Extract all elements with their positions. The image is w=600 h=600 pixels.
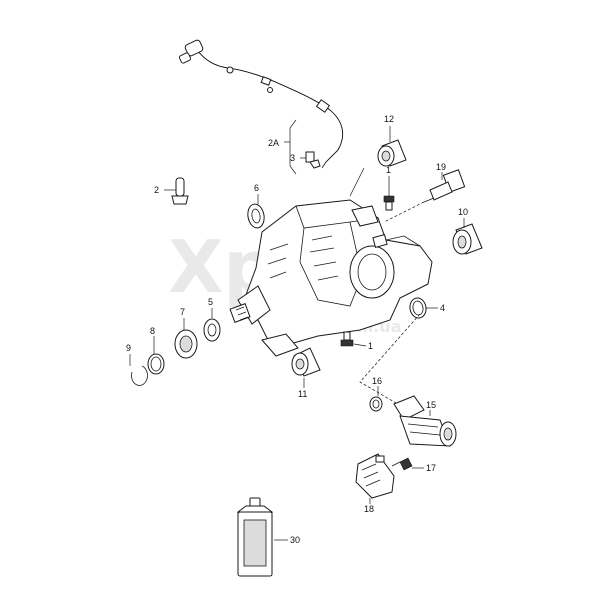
callout-12: 12 — [384, 114, 394, 124]
leader-actuator — [359, 313, 421, 411]
callout-15: 15 — [426, 400, 436, 410]
bracket-2a — [289, 119, 297, 175]
part-4-ring — [409, 297, 427, 319]
part-11-bushing — [291, 347, 321, 377]
part-15-actuator — [393, 395, 457, 447]
callout-1-upper: 1 — [386, 165, 391, 175]
part-16-ring — [369, 396, 383, 412]
wiring-harness — [178, 39, 344, 169]
callout-8: 8 — [150, 326, 155, 336]
part-30-fluid-bottle — [236, 497, 274, 577]
callout-17: 17 — [426, 463, 436, 473]
part-17-screw — [391, 457, 413, 471]
callout-11: 11 — [298, 389, 307, 399]
callout-3: 3 — [290, 153, 295, 163]
part-8-washer — [147, 353, 165, 375]
callout-1-lower: 1 — [368, 341, 373, 351]
callout-18: 18 — [364, 504, 374, 514]
part-1-bolt-lower — [340, 331, 354, 347]
callout-2: 2 — [154, 185, 159, 195]
callout-19: 19 — [436, 162, 446, 172]
part-10-bushing — [452, 223, 483, 255]
callout-30: 30 — [290, 535, 300, 545]
callout-4: 4 — [440, 303, 445, 313]
callout-7: 7 — [180, 307, 185, 317]
differential-housing — [229, 199, 433, 357]
part-19-sensor — [423, 169, 466, 203]
callout-16: 16 — [372, 376, 382, 386]
callout-10: 10 — [458, 207, 468, 217]
part-5-seal — [203, 318, 221, 342]
callout-2a: 2A — [268, 138, 279, 148]
part-3-connector — [305, 151, 321, 169]
callout-6: 6 — [254, 183, 259, 193]
part-7-flange-seal — [174, 329, 198, 359]
leader-12-housing — [349, 167, 365, 197]
part-12-bushing — [377, 139, 407, 167]
part-9-circlip — [131, 365, 148, 386]
part-18-bracket — [355, 453, 395, 499]
callout-9: 9 — [126, 343, 131, 353]
callout-5: 5 — [208, 297, 213, 307]
part-6-seal — [247, 203, 265, 229]
part-1-bolt-upper — [383, 195, 395, 211]
part-2-vent-plug — [171, 177, 189, 205]
